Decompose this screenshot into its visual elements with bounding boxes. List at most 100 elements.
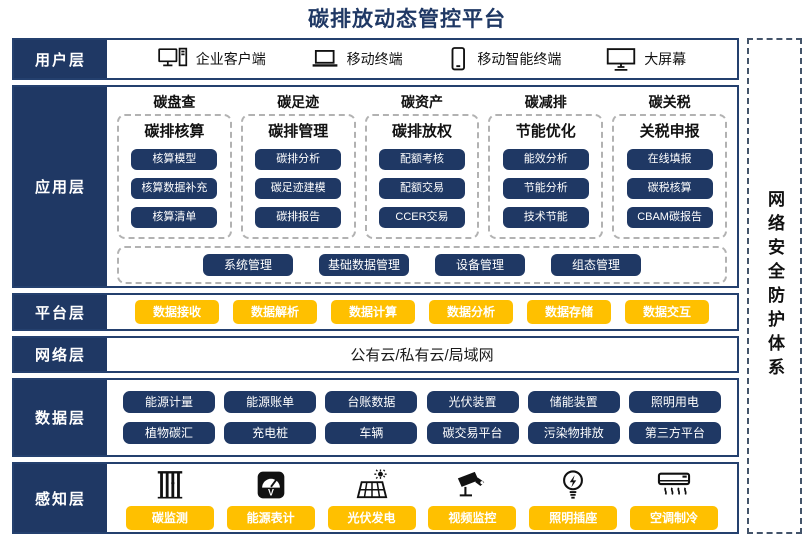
app-common-item: 设备管理: [435, 254, 525, 276]
big-screen-icon: [606, 47, 636, 72]
app-item: 碳排报告: [255, 207, 342, 228]
app-common-item: 基础数据管理: [319, 254, 409, 276]
sense-item-lighting-socket: 照明插座: [529, 469, 618, 530]
app-common-item: 组态管理: [551, 254, 641, 276]
layer-data: 数据层 能源计量 能源账单 台账数据 光伏装置 储能装置 照明用电 植物碳汇 充…: [12, 378, 739, 457]
layer-perception: 感知层 碳监测: [12, 462, 739, 534]
layer-data-content: 能源计量 能源账单 台账数据 光伏装置 储能装置 照明用电 植物碳汇 充电桩 车…: [107, 380, 737, 455]
platform-item: 数据解析: [233, 300, 317, 324]
desktop-pc-icon: [158, 47, 188, 71]
data-item: 车辆: [325, 422, 418, 444]
layer-perception-content: 碳监测 V 能源表计: [107, 464, 737, 532]
app-item: 技术节能: [502, 207, 589, 228]
app-item: CBAM碳报告: [626, 207, 713, 228]
app-common-box: 系统管理 基础数据管理 设备管理 组态管理: [117, 246, 727, 284]
sense-item-label: 能源表计: [226, 505, 315, 530]
platform-item: 数据交互: [625, 300, 709, 324]
app-column-subheader: 节能优化: [515, 123, 576, 140]
data-item: 第三方平台: [628, 422, 721, 444]
app-column-carbon-asset: 碳资产 碳排放权 配额考核 配额交易 CCER交易: [364, 92, 480, 239]
data-item: 照明用电: [628, 391, 721, 413]
sense-item-energy-meter: V 能源表计: [226, 469, 315, 530]
data-item: 碳交易平台: [426, 422, 519, 444]
app-common-item: 系统管理: [203, 254, 293, 276]
sense-item-label: 碳监测: [125, 505, 214, 530]
sense-item-label: 空调制冷: [630, 505, 719, 530]
app-item: 节能分析: [502, 178, 589, 199]
solar-power-icon: [354, 468, 390, 501]
sense-item-video-surveillance: 视频监控: [428, 469, 517, 530]
user-item-smart-mobile: 移动智能终端: [447, 46, 561, 72]
layer-application: 应用层 碳盘查 碳排核算 核算模型 核算数据补充 核算清单: [12, 85, 739, 288]
security-protection-box: 网络安全防护体系: [747, 38, 802, 534]
sense-item-label: 照明插座: [529, 505, 618, 530]
application-columns: 碳盘查 碳排核算 核算模型 核算数据补充 核算清单 碳足迹 碳排管理: [117, 92, 727, 239]
layer-network: 网络层 公有云/私有云/局域网: [12, 336, 739, 373]
layer-perception-label: 感知层: [14, 464, 107, 532]
data-item: 充电桩: [224, 422, 317, 444]
layer-platform-label: 平台层: [14, 295, 107, 329]
user-item-label: 企业客户端: [195, 51, 266, 67]
sense-item-solar-power: 光伏发电: [327, 468, 416, 530]
sense-item-label: 光伏发电: [327, 505, 416, 530]
data-item: 光伏装置: [426, 391, 519, 413]
layer-platform: 平台层 数据接收 数据解析 数据计算 数据分析 数据存储 数据交互: [12, 293, 739, 331]
app-column-box: 碳排管理 碳排分析 碳足迹建模 碳排报告: [240, 114, 356, 239]
layer-user-content: 企业客户端 移动终端: [107, 40, 737, 78]
layer-stack: 用户层 企业客户端: [12, 38, 739, 534]
app-item: 配额考核: [378, 149, 465, 170]
app-item: 在线填报: [626, 149, 713, 170]
layer-platform-content: 数据接收 数据解析 数据计算 数据分析 数据存储 数据交互: [107, 295, 737, 329]
app-column-carbon-footprint: 碳足迹 碳排管理 碳排分析 碳足迹建模 碳排报告: [240, 92, 356, 239]
app-column-subheader: 关税申报: [639, 123, 700, 140]
platform-item: 数据分析: [429, 300, 513, 324]
app-column-header: 碳关税: [648, 94, 691, 110]
app-item: 能效分析: [502, 149, 589, 170]
user-item-enterprise-client: 企业客户端: [158, 47, 266, 71]
app-column-box: 碳排放权 配额考核 配额交易 CCER交易: [364, 114, 480, 239]
app-column-carbon-tariff: 碳关税 关税申报 在线填报 碳税核算 CBAM碳报告: [612, 92, 727, 239]
data-item: 污染物排放: [527, 422, 620, 444]
app-column-subheader: 碳排管理: [268, 123, 329, 140]
platform-item: 数据接收: [135, 300, 219, 324]
diagram-body: 用户层 企业客户端: [12, 38, 802, 534]
layer-application-label: 应用层: [14, 87, 107, 286]
app-column-header: 碳足迹: [277, 94, 320, 110]
user-item-big-screen: 大屏幕: [606, 47, 686, 72]
user-item-label: 移动终端: [346, 51, 403, 67]
app-column-header: 碳减排: [524, 94, 567, 110]
security-protection-label: 网络安全防护体系: [765, 190, 784, 382]
platform-item: 数据存储: [527, 300, 611, 324]
app-item: 碳足迹建模: [255, 178, 342, 199]
user-item-mobile-terminal: 移动终端: [311, 47, 403, 71]
app-item: 配额交易: [378, 178, 465, 199]
energy-meter-icon: V: [255, 469, 287, 501]
smartphone-icon: [447, 46, 469, 72]
user-item-label: 大屏幕: [644, 51, 687, 67]
light-socket-icon: [558, 469, 588, 501]
network-text: 公有云/私有云/局域网: [350, 347, 494, 364]
app-column-carbon-inventory: 碳盘查 碳排核算 核算模型 核算数据补充 核算清单: [117, 92, 232, 239]
data-item: 能源计量: [123, 391, 215, 413]
app-column-subheader: 碳排放权: [391, 123, 452, 140]
app-item: 核算模型: [131, 149, 218, 170]
svg-text:V: V: [268, 487, 274, 497]
cctv-camera-icon: [454, 469, 490, 501]
app-item: 核算清单: [131, 207, 218, 228]
sense-item-label: 视频监控: [428, 505, 517, 530]
platform-item: 数据计算: [331, 300, 415, 324]
app-item: 核算数据补充: [131, 178, 218, 199]
app-column-box: 碳排核算 核算模型 核算数据补充 核算清单: [117, 114, 232, 239]
air-conditioner-icon: [656, 469, 692, 501]
data-item: 台账数据: [325, 391, 418, 413]
data-item: 能源账单: [224, 391, 317, 413]
app-item: 碳税核算: [626, 178, 713, 199]
app-column-box: 关税申报 在线填报 碳税核算 CBAM碳报告: [612, 114, 727, 239]
laptop-icon: [311, 47, 339, 71]
sense-item-carbon-monitoring: 碳监测: [125, 469, 214, 530]
layer-network-content: 公有云/私有云/局域网: [107, 338, 737, 371]
user-item-label: 移动智能终端: [477, 51, 562, 67]
app-column-box: 节能优化 能效分析 节能分析 技术节能: [488, 114, 604, 239]
app-column-header: 碳资产: [400, 94, 443, 110]
layer-application-content: 碳盘查 碳排核算 核算模型 核算数据补充 核算清单 碳足迹 碳排管理: [107, 87, 737, 286]
